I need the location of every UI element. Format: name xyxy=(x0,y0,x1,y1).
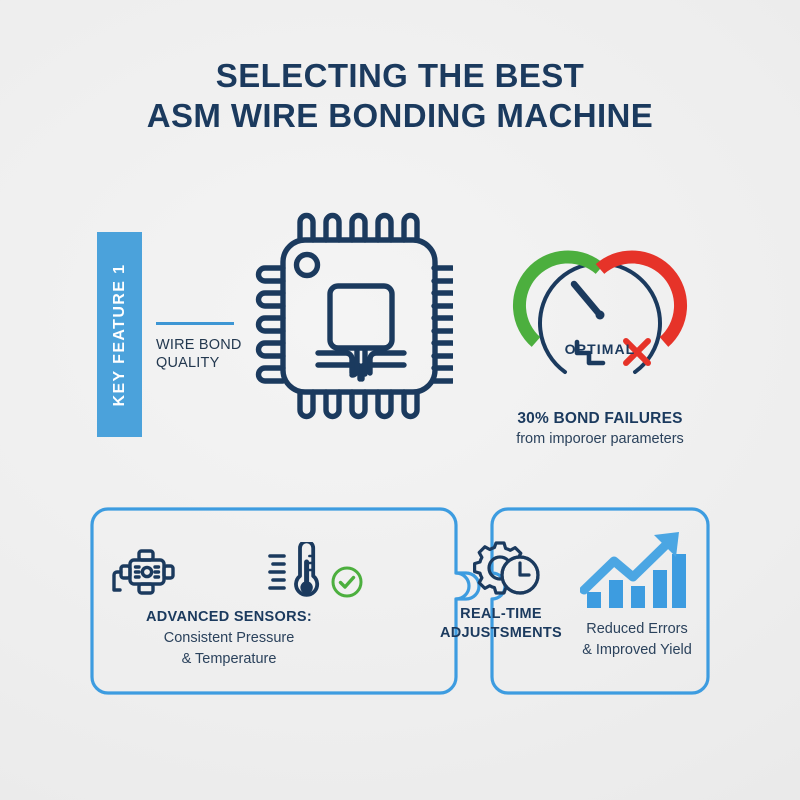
caption-line-1: WIRE BOND xyxy=(156,337,242,353)
title-line-1: SELECTING THE BEST xyxy=(215,57,585,94)
key-feature-banner-label: KEY FEATURE 1 xyxy=(110,263,128,406)
card-left-text: ADVANCED SENSORS: Consistent Pressure & … xyxy=(104,608,354,669)
caption-divider xyxy=(156,322,234,325)
gauge-hub xyxy=(595,310,605,320)
bar-2 xyxy=(609,580,623,608)
card-left-heading: ADVANCED SENSORS: xyxy=(146,609,312,625)
green-check-icon xyxy=(330,565,364,604)
bar-4 xyxy=(653,570,667,608)
card-left-outline xyxy=(90,507,471,695)
bar-1 xyxy=(587,592,601,608)
thermometer-icon xyxy=(268,539,330,609)
gauge-optimal-arc xyxy=(512,250,605,347)
card-right-text: REAL-TIME ADJUSTSMENTS xyxy=(432,605,570,643)
puzzle-cards xyxy=(88,505,712,702)
card-right-subtext: Reduced Errors & Improved Yield xyxy=(570,618,704,660)
card-right-heading-2: ADJUSTSMENTS xyxy=(439,625,563,641)
bar-3 xyxy=(631,586,645,608)
card-left-sub-1: Consistent Pressure xyxy=(163,630,295,646)
gauge-needle xyxy=(570,280,604,319)
red-x-icon xyxy=(623,338,651,366)
feature-caption: WIRE BOND QUALITY xyxy=(156,322,252,372)
gauge-stat-sub: from imporoer parameters xyxy=(516,431,684,447)
page-title: SELECTING THE BEST ASM WIRE BONDING MACH… xyxy=(0,56,800,136)
growth-chart-svg xyxy=(579,532,686,608)
card-right-heading-1: REAL-TIME xyxy=(460,606,542,622)
trend-line xyxy=(579,534,677,595)
card-left-sub-2: & Temperature xyxy=(181,651,277,667)
gauge-zone-label: OPTIMAL xyxy=(564,341,636,357)
gauge-stat-headline: 30% BOND FAILURES xyxy=(517,410,683,427)
gauge-icon xyxy=(508,236,692,391)
card-right-sub-2: & Improved Yield xyxy=(582,642,692,658)
card-left-tab-bump xyxy=(454,571,481,601)
title-line-2: ASM WIRE BONDING MACHINE xyxy=(146,97,654,134)
trend-arrowhead xyxy=(654,532,679,557)
bar-5 xyxy=(672,554,686,608)
gauge-failure-arc xyxy=(595,250,688,347)
caption-line-2: QUALITY xyxy=(156,355,220,371)
descending-step-icon xyxy=(574,339,606,366)
microchip-icon xyxy=(253,210,462,427)
card-right-outline xyxy=(490,507,710,695)
growth-bar-chart-icon xyxy=(579,528,692,617)
gauge-stat-block: 30% BOND FAILURES from imporoer paramete… xyxy=(490,410,710,447)
key-feature-banner: KEY FEATURE 1 xyxy=(97,232,142,437)
card-right-sub-1: Reduced Errors xyxy=(586,621,688,637)
sensor-module-icon xyxy=(112,546,180,607)
gear-clock-icon xyxy=(472,540,546,607)
